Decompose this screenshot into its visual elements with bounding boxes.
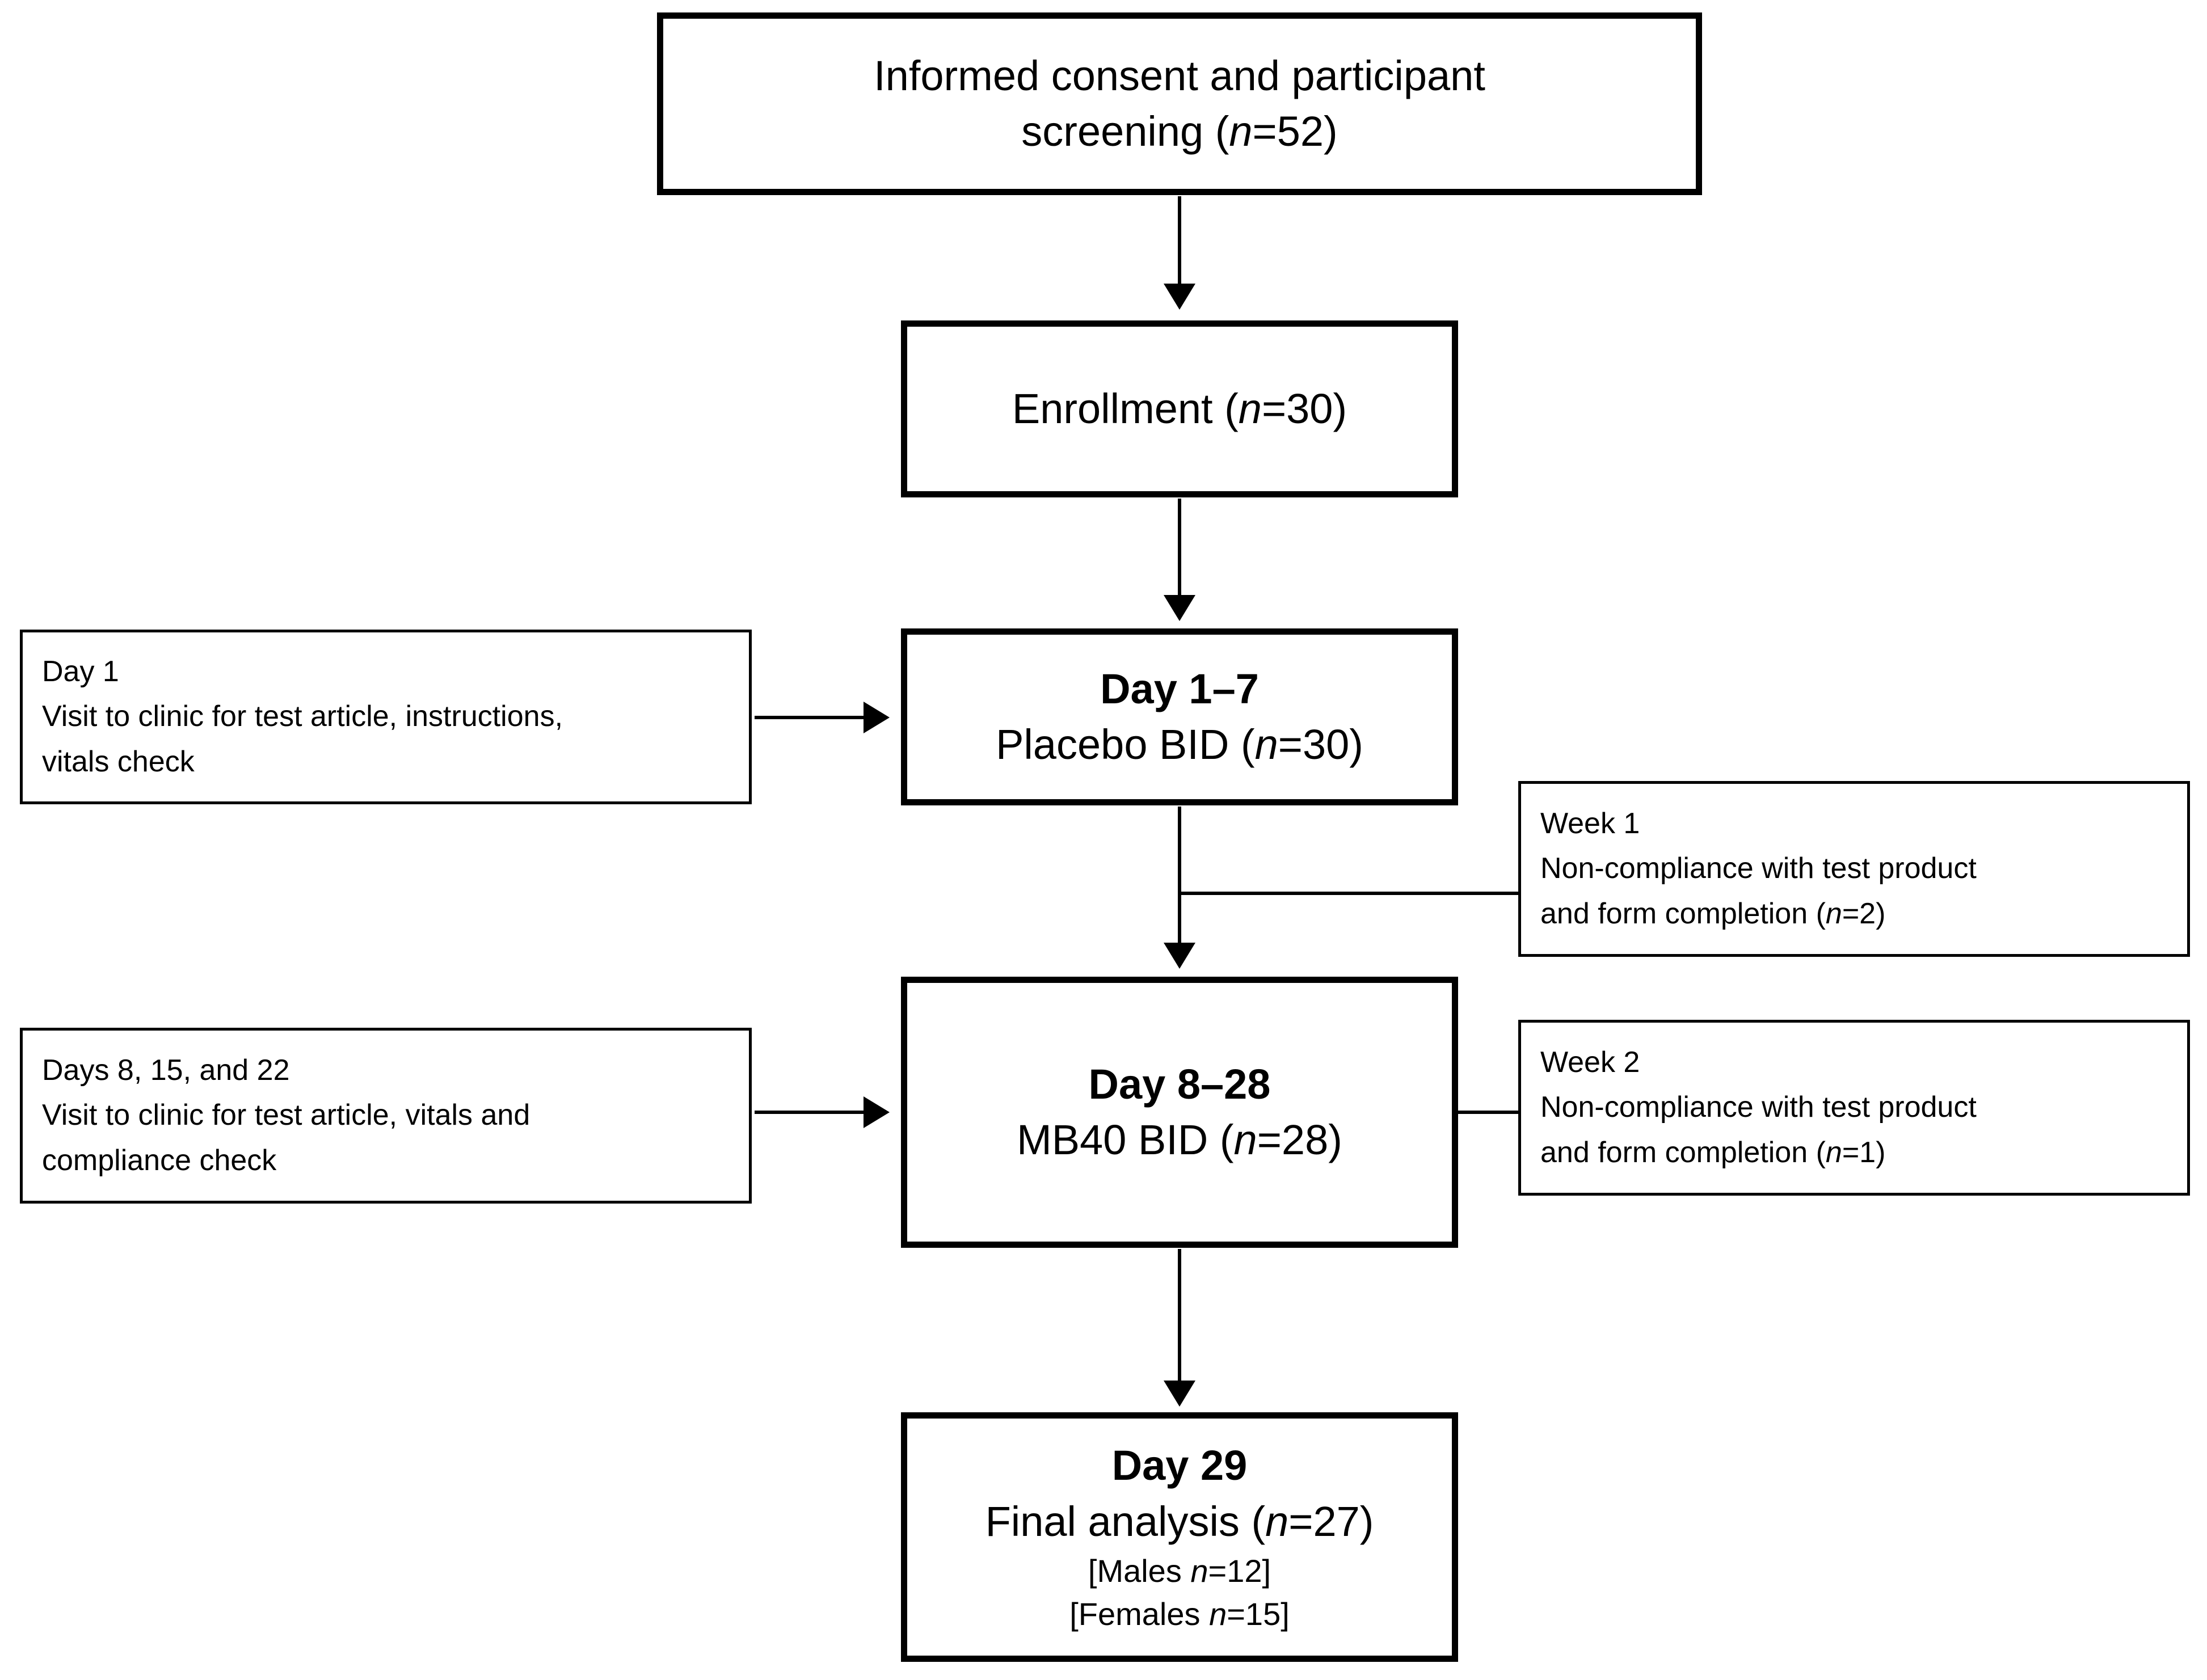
node-day8-28: Day 8–28 MB40 BID (n=28) <box>901 977 1458 1248</box>
node-visit-days-8-15-22: Days 8, 15, and 22 Visit to clinic for t… <box>20 1028 752 1204</box>
screening-line-2: screening (n=52) <box>1021 108 1338 155</box>
day29-males: [Males n=12] <box>1088 1553 1271 1589</box>
arrowhead-day8-28-to-day29 <box>1164 1381 1195 1407</box>
arrowhead-enrollment-to-day1-7 <box>1164 595 1195 621</box>
day8-28-label: MB40 BID (n=28) <box>1017 1116 1342 1163</box>
arrowhead-visit-days-to-day8-28 <box>864 1096 890 1128</box>
arrowhead-day1-7-to-day8-28 <box>1164 943 1195 969</box>
node-screening: Informed consent and participant screeni… <box>657 12 1702 195</box>
week2-line-3: and form completion (n=1) <box>1540 1136 1886 1169</box>
week1-line-2: Non-compliance with test product <box>1540 852 1977 885</box>
arrowhead-visit-day1-to-day1-7 <box>864 702 890 733</box>
day1-7-label: Placebo BID (n=30) <box>996 721 1363 768</box>
connector-visit-days-to-day8-28 <box>755 1111 868 1114</box>
italic-n: n <box>1229 108 1253 155</box>
connector-screening-to-enrollment <box>1178 196 1181 287</box>
connector-day8-28-to-week2 <box>1456 1111 1522 1114</box>
week1-line-3: and form completion (n=2) <box>1540 897 1886 930</box>
node-enrollment: Enrollment (n=30) <box>901 320 1458 497</box>
italic-n: n <box>1209 1596 1227 1632</box>
enrollment-label: Enrollment (n=30) <box>1012 385 1347 432</box>
italic-n: n <box>1238 385 1262 432</box>
connector-day8-28-to-day29 <box>1178 1249 1181 1386</box>
visit-day1-line-2: Visit to clinic for test article, instru… <box>42 700 563 733</box>
week2-line-2: Non-compliance with test product <box>1540 1091 1977 1124</box>
node-week2-dropout: Week 2 Non-compliance with test product … <box>1518 1020 2190 1196</box>
visit-day1-line-1: Day 1 <box>42 655 119 689</box>
italic-n: n <box>1825 897 1842 930</box>
connector-day1-7-to-day8-28 <box>1178 807 1181 948</box>
italic-n: n <box>1254 721 1278 768</box>
node-visit-day1: Day 1 Visit to clinic for test article, … <box>20 630 752 804</box>
visit-days-line-2: Visit to clinic for test article, vitals… <box>42 1099 530 1132</box>
italic-n: n <box>1190 1553 1208 1589</box>
visit-day1-line-3: vitals check <box>42 745 195 778</box>
week2-line-1: Week 2 <box>1540 1046 1640 1079</box>
visit-days-line-3: compliance check <box>42 1143 277 1177</box>
connector-enrollment-to-day1-7 <box>1178 499 1181 598</box>
arrowhead-screening-to-enrollment <box>1164 284 1195 310</box>
day8-28-heading: Day 8–28 <box>1088 1060 1271 1108</box>
screening-line-1: Informed consent and participant <box>874 52 1485 99</box>
day29-females: [Females n=15] <box>1069 1596 1290 1632</box>
node-day29: Day 29 Final analysis (n=27) [Males n=12… <box>901 1412 1458 1662</box>
day29-heading: Day 29 <box>1111 1442 1248 1489</box>
visit-days-line-1: Days 8, 15, and 22 <box>42 1054 290 1087</box>
italic-n: n <box>1233 1116 1257 1163</box>
day29-label: Final analysis (n=27) <box>985 1497 1374 1545</box>
italic-n: n <box>1825 1136 1842 1169</box>
node-day1-7: Day 1–7 Placebo BID (n=30) <box>901 628 1458 805</box>
day1-7-heading: Day 1–7 <box>1100 665 1259 712</box>
node-week1-dropout: Week 1 Non-compliance with test product … <box>1518 781 2190 957</box>
connector-week1-to-trunk <box>1178 892 1521 895</box>
italic-n: n <box>1265 1497 1289 1545</box>
connector-visit-day1-to-day1-7 <box>755 716 868 719</box>
week1-line-1: Week 1 <box>1540 807 1640 841</box>
